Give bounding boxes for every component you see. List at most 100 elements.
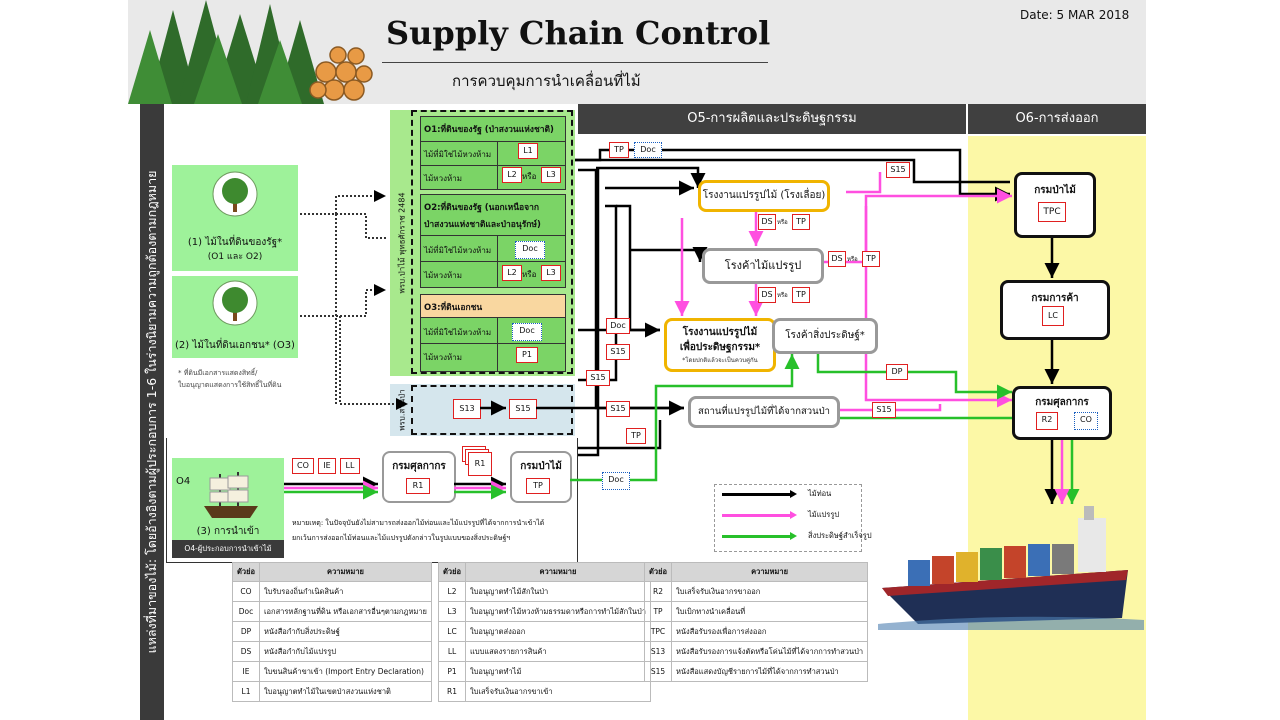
cargo-ship-illustration xyxy=(878,506,1144,630)
doc-tp-5: TP xyxy=(792,287,810,303)
doc-s15-4: S15 xyxy=(606,401,630,417)
doc-tp-3: TP xyxy=(792,214,810,230)
abbr-code-header: ตัวย่อ xyxy=(438,562,466,582)
date-label: Date: 5 MAR 2018 xyxy=(1020,8,1130,22)
abbr-code: Doc xyxy=(232,601,260,622)
abbr-meaning-header: ความหมาย xyxy=(258,562,433,582)
abbr-meaning-header: ความหมาย xyxy=(464,562,651,582)
legend-line xyxy=(722,493,792,496)
abbr-meaning: ใบเสร็จรับเงินอากรขาเข้า xyxy=(464,681,651,702)
abbr-meaning: ใบอนุญาตทำไม้ในเขตป่าสงวนแห่งชาติ xyxy=(258,681,433,702)
customs-label: กรมศุลกากร xyxy=(1035,397,1089,408)
abbr-meaning: ใบอนุญาตทำไม้ xyxy=(464,661,651,682)
doc-ds-3: DS xyxy=(758,287,776,303)
doc-l2-o2: L2 xyxy=(502,265,522,281)
factory-line-2: เพื่อประดิษฐกรรม* xyxy=(679,342,761,353)
abbr-meaning: ใบอนุญาตทำไม้หวงห้ามธรรมดาหรือการทำไม้สั… xyxy=(464,601,651,622)
doc-s15-2: S15 xyxy=(606,344,630,360)
abbr-code: DP xyxy=(232,621,260,642)
source-state-sub: (O1 และ O2) xyxy=(207,252,263,262)
doc-lc: LC xyxy=(1042,306,1064,326)
o3-row1: ไม้ที่มิใช่ไม้หวงห้าม xyxy=(424,328,492,337)
abbr-code: CO xyxy=(232,581,260,602)
node-import-forest: กรมป่าไม้ xyxy=(510,451,572,503)
doc-ll: LL xyxy=(340,458,360,474)
doc-s15-5: S15 xyxy=(872,402,896,418)
tree-icon xyxy=(212,280,258,326)
o2-row1: ไม้ที่มิใช่ไม้หวงห้าม xyxy=(424,246,492,255)
import-customs-label: กรมศุลกากร xyxy=(392,461,446,472)
legend-line xyxy=(722,514,792,517)
note-line-2: ยกเว้นการส่งออกไม้ท่อนและไม้แปรรูปดังกล่… xyxy=(292,534,511,542)
import-code: O4 xyxy=(176,476,191,487)
o1-row2: ไม้หวงห้าม xyxy=(424,174,463,183)
abbr-code: P1 xyxy=(438,661,466,682)
abbr-meaning: ใบขนสินค้าขาเข้า (Import Entry Declarati… xyxy=(258,661,433,682)
factory-line-1: โรงงานแปรรูปไม้ xyxy=(682,327,758,338)
abbr-code: LL xyxy=(438,641,466,662)
abbr-meaning: ใบเบิกทางนำเคลื่อนที่ xyxy=(670,601,869,622)
o3-title: O3:ที่ดินเอกชน xyxy=(424,303,483,313)
legend-arrowhead xyxy=(790,490,797,498)
abbr-code: L3 xyxy=(438,601,466,622)
abbr-meaning: ใบเสร็จรับเงินอากรขาออก xyxy=(670,581,869,602)
abbr-code: L1 xyxy=(232,681,260,702)
abbr-code-header: ตัวย่อ xyxy=(644,562,672,582)
node-factory: โรงงานแปรรูปไม้ เพื่อประดิษฐกรรม* *โดยปก… xyxy=(664,318,776,372)
legend-label: ไม้ท่อน xyxy=(808,489,832,498)
page-title: Supply Chain Control xyxy=(386,14,771,52)
node-sawmill: โรงงานแปรรูปไม้ (โรงเลื่อย) xyxy=(698,180,830,212)
doc-tp-4: TP xyxy=(862,251,880,267)
doc-tpc: TPC xyxy=(1038,202,1066,222)
importer-label: O4-ผู้ประกอบการนำเข้าไม้ xyxy=(172,540,284,558)
stage-o5-header: O5-การผลิตและประดิษฐกรรม xyxy=(578,104,966,134)
doc-tp-1: TP xyxy=(609,142,629,158)
abbr-meaning: หนังสือแสดงบัญชีรายการไม้ที่ได้จากการทำส… xyxy=(670,661,869,682)
doc-l1: L1 xyxy=(518,143,538,159)
doc-s15-top: S15 xyxy=(886,162,910,178)
footnote-line-1: * ที่ดินมีเอกสารแสดงสิทธิ์/ xyxy=(178,369,258,377)
legend-label: ไม้แปรรูป xyxy=(808,510,840,519)
doc-p1: P1 xyxy=(516,347,538,363)
o1-title: O1:ที่ดินของรัฐ (ป่าสงวนแห่งชาติ) xyxy=(424,125,554,135)
abbr-code-header: ตัวย่อ xyxy=(232,562,260,582)
legend-line xyxy=(722,535,792,538)
doc-r1-stack: R1 xyxy=(468,452,492,476)
doc-r2: R2 xyxy=(1036,412,1058,430)
or-label: หรือ xyxy=(847,256,858,263)
abbr-code: L2 xyxy=(438,581,466,602)
import-forest-label: กรมป่าไม้ xyxy=(520,461,562,472)
or-label: หรือ xyxy=(777,219,788,226)
node-import-customs: กรมศุลกากร xyxy=(382,451,456,503)
abbr-meaning: ใบอนุญาตส่งออก xyxy=(464,621,651,642)
doc-l3: L3 xyxy=(541,167,561,183)
o2-title-2: ป่าสงวนแห่งชาติและป่าอนุรักษ์) xyxy=(424,220,541,230)
side-bar xyxy=(140,104,164,720)
doc-co-import: CO xyxy=(292,458,314,474)
abbr-code: R2 xyxy=(644,581,672,602)
doc-s13: S13 xyxy=(453,399,481,419)
doc-doc-3: Doc xyxy=(602,472,630,490)
doc-ds-1: DS xyxy=(758,214,776,230)
abbr-code: TPC xyxy=(644,621,672,642)
source-private-land: (2) ไม้ในที่ดินเอกชน* (O3) xyxy=(172,276,298,358)
doc-r1: R1 xyxy=(406,478,430,494)
or-label: หรือ xyxy=(777,292,788,299)
node-forest-dept: กรมป่าไม้ xyxy=(1014,172,1096,238)
abbr-meaning: ใบรับรองถิ่นกำเนิดสินค้า xyxy=(258,581,433,602)
plantation-act-frame xyxy=(411,385,573,435)
doc-co-export: CO xyxy=(1074,412,1098,430)
